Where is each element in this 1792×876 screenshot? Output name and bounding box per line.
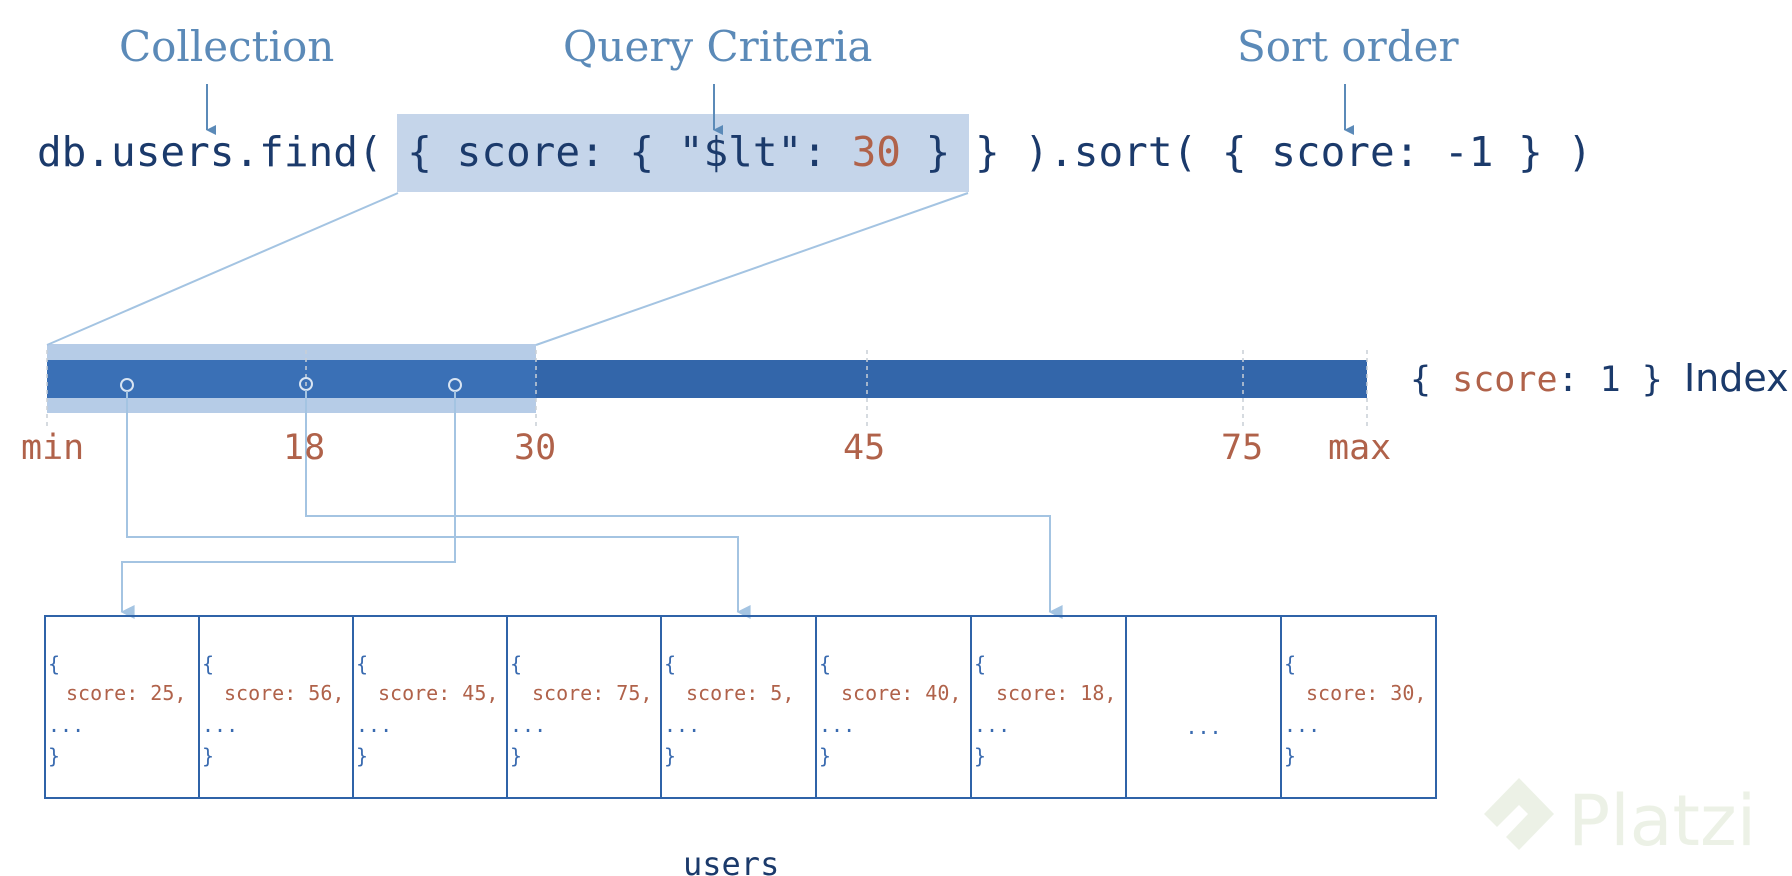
code-sort: ).sort( { score: -1 } ) xyxy=(999,128,1593,176)
document-score: score: 45, xyxy=(378,681,499,705)
index-range-bar xyxy=(47,360,536,398)
index-field: score xyxy=(1452,360,1558,400)
connector-score-5 xyxy=(126,391,751,619)
document-card: { score: 40, ... } xyxy=(815,615,972,799)
document-score: score: 5, xyxy=(686,681,795,705)
code-query-open: { score: { "$lt": xyxy=(407,128,852,176)
platzi-logo-icon xyxy=(1484,778,1554,850)
query-code: db.users.find( { score: { "$lt": 30 } } … xyxy=(37,128,1592,176)
index-word: Index xyxy=(1683,356,1789,400)
document-card: { score: 30, ... } xyxy=(1280,615,1437,799)
platzi-watermark: Platzi xyxy=(1476,770,1786,870)
document-score: score: 75, xyxy=(532,681,653,705)
collection-label: Collection xyxy=(119,22,335,71)
index-label: { score: 1 } Index xyxy=(1410,356,1789,400)
document-card: { score: 25, ... } xyxy=(44,615,200,799)
connector-score-25 xyxy=(120,391,456,619)
tick-min: min xyxy=(21,428,85,468)
code-query-close: } } xyxy=(900,128,1000,176)
collection-name: users xyxy=(683,845,780,876)
document-card: { score: 5, ... } xyxy=(660,615,817,799)
zoom-line-right xyxy=(535,192,969,346)
zoom-line-left xyxy=(46,192,399,346)
document-card-ellipsis: ... xyxy=(1125,615,1282,799)
query-criteria-highlight xyxy=(397,114,969,192)
tick-18: 18 xyxy=(283,428,326,468)
connector-score-18 xyxy=(305,390,1063,619)
document-score: score: 25, xyxy=(66,681,187,705)
document-card: { score: 56, ... } xyxy=(198,615,354,799)
tick-45: 45 xyxy=(843,428,886,468)
document-score: score: 18, xyxy=(996,681,1117,705)
tick-30: 30 xyxy=(514,428,557,468)
tick-max: max xyxy=(1328,428,1392,468)
document-score: score: 40, xyxy=(841,681,962,705)
document-score: score: 56, xyxy=(224,681,345,705)
document-card: { score: 18, ... } xyxy=(970,615,1127,799)
code-prefix: db.users.find( xyxy=(37,128,408,176)
query-criteria-label: Query Criteria xyxy=(563,22,873,71)
document-score: score: 30, xyxy=(1306,681,1427,705)
code-query-value: 30 xyxy=(851,128,901,176)
sort-order-label: Sort order xyxy=(1237,22,1459,71)
tick-75: 75 xyxy=(1221,428,1264,468)
document-card: { score: 75, ... } xyxy=(506,615,662,799)
document-card: { score: 45, ... } xyxy=(352,615,508,799)
